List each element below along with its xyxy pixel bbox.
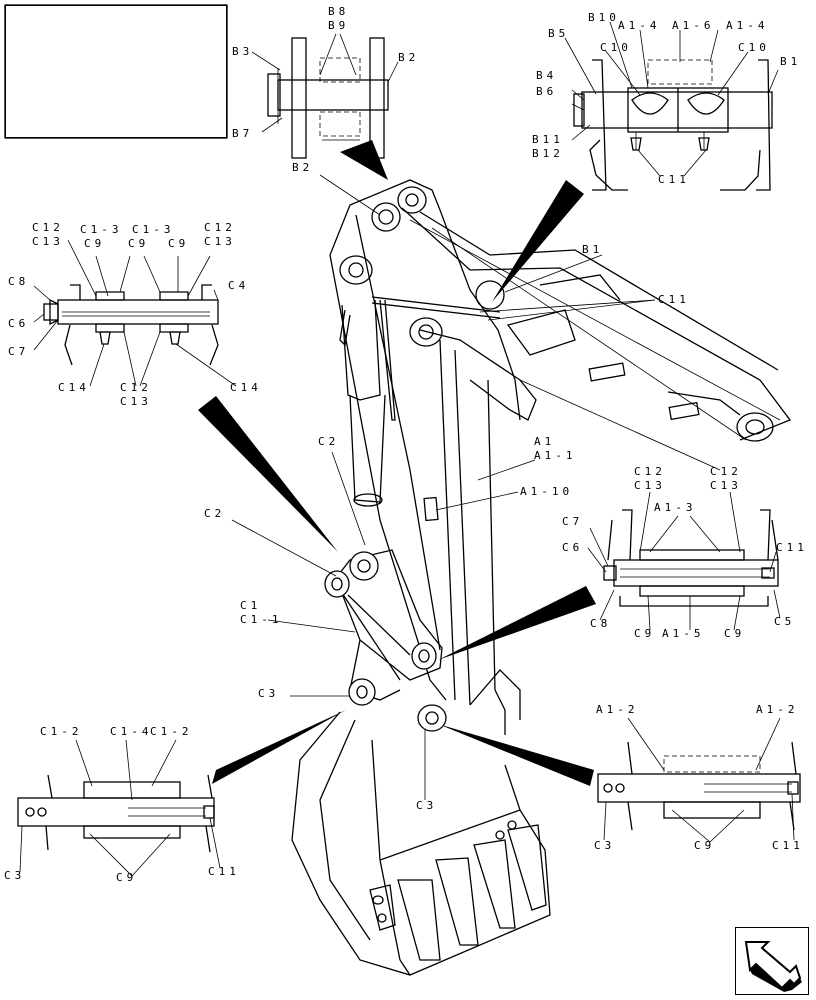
label-c7-l: C7 — [8, 345, 30, 358]
label-a14-b: A1-4 — [726, 19, 769, 32]
label-c10-b: C10 — [738, 41, 770, 54]
detail-mid-right — [587, 491, 781, 631]
label-b7: B7 — [232, 127, 254, 140]
label-b1-tr: B1 — [780, 55, 802, 68]
label-a16: A1-6 — [672, 19, 715, 32]
thumbnail-frame — [5, 5, 227, 138]
label-c11-br: C11 — [772, 839, 804, 852]
label-b8: B8 — [328, 5, 350, 18]
label-b1-main: B1 — [582, 243, 604, 256]
label-c9-br: C9 — [694, 839, 716, 852]
label-a14-a: A1-4 — [618, 19, 661, 32]
label-c2-b: C2 — [204, 507, 226, 520]
label-c1-2-bl1: C1-2 — [40, 725, 83, 738]
label-a1-2-br2: A1-2 — [756, 703, 799, 716]
label-c1-1: C1-1 — [240, 613, 283, 626]
label-c6-l: C6 — [8, 317, 30, 330]
label-c1: C1 — [240, 599, 262, 612]
label-c12-l3: C12 — [120, 381, 152, 394]
label-b11: B11 — [532, 133, 564, 146]
label-c1-4: C1-4 — [110, 725, 153, 738]
label-a1-3: A1-3 — [654, 501, 697, 514]
label-c12-l1: C12 — [32, 221, 64, 234]
detail-bottom-right — [597, 717, 801, 843]
detail-top-right — [564, 21, 779, 191]
label-c9-mr2: C9 — [724, 627, 746, 640]
label-c7-mr: C7 — [562, 515, 584, 528]
label-c8-l: C8 — [8, 275, 30, 288]
label-c3-main-a: C3 — [258, 687, 280, 700]
label-c12-mr2: C12 — [710, 465, 742, 478]
label-a1-5: A1-5 — [662, 627, 705, 640]
label-b9: B9 — [328, 19, 350, 32]
label-c5: C5 — [774, 615, 796, 628]
arrow-up-left-icon — [744, 941, 802, 992]
label-c14-a: C14 — [58, 381, 90, 394]
label-c9-bl: C9 — [116, 871, 138, 884]
detail-bottom-left — [17, 739, 221, 877]
label-a1: A1 — [534, 435, 556, 448]
label-a1-10: A1-10 — [520, 485, 574, 498]
label-c2-a: C2 — [318, 435, 340, 448]
detail-top-center — [251, 33, 399, 159]
detail-left — [33, 239, 237, 387]
label-b4: B4 — [536, 69, 558, 82]
label-c13-mr2: C13 — [710, 479, 742, 492]
label-c1-3-a: C1-3 — [80, 223, 123, 236]
label-b3: B3 — [232, 45, 254, 58]
label-c3-bl: C3 — [4, 869, 26, 882]
label-b10: B10 — [588, 11, 620, 24]
label-c13-l1: C13 — [32, 235, 64, 248]
arm-assembly — [291, 179, 792, 976]
label-c11-bl: C11 — [208, 865, 240, 878]
label-c3-main-b: C3 — [416, 799, 438, 812]
label-b12: B12 — [532, 147, 564, 160]
label-c14-b: C14 — [230, 381, 262, 394]
label-c4: C4 — [228, 279, 250, 292]
pointer-wedges — [198, 140, 596, 786]
label-b2-top: B2 — [398, 51, 420, 64]
label-c13-l2: C13 — [204, 235, 236, 248]
label-c9-l1: C9 — [84, 237, 106, 250]
label-c10-a: C10 — [600, 41, 632, 54]
label-b2-main: B2 — [292, 161, 314, 174]
label-c11-mr: C11 — [776, 541, 808, 554]
label-c3-br: C3 — [594, 839, 616, 852]
main-leaders — [231, 174, 656, 800]
label-a1-2-br1: A1-2 — [596, 703, 639, 716]
label-c6-mr: C6 — [562, 541, 584, 554]
label-c9-l3: C9 — [168, 237, 190, 250]
label-c9-l2: C9 — [128, 237, 150, 250]
label-c11-main: C11 — [658, 293, 690, 306]
label-c12-mr1: C12 — [634, 465, 666, 478]
label-c8-mr: C8 — [590, 617, 612, 630]
label-c9-mr1: C9 — [634, 627, 656, 640]
label-c12-l2: C12 — [204, 221, 236, 234]
label-c11-tr: C11 — [658, 173, 690, 186]
previous-page-button[interactable] — [735, 927, 809, 995]
label-b5: B5 — [548, 27, 570, 40]
label-c13-l3: C13 — [120, 395, 152, 408]
label-a1-1: A1-1 — [534, 449, 577, 462]
label-c1-3-b: C1-3 — [132, 223, 175, 236]
label-c1-2-bl2: C1-2 — [150, 725, 193, 738]
label-c13-mr1: C13 — [634, 479, 666, 492]
label-b6: B6 — [536, 85, 558, 98]
